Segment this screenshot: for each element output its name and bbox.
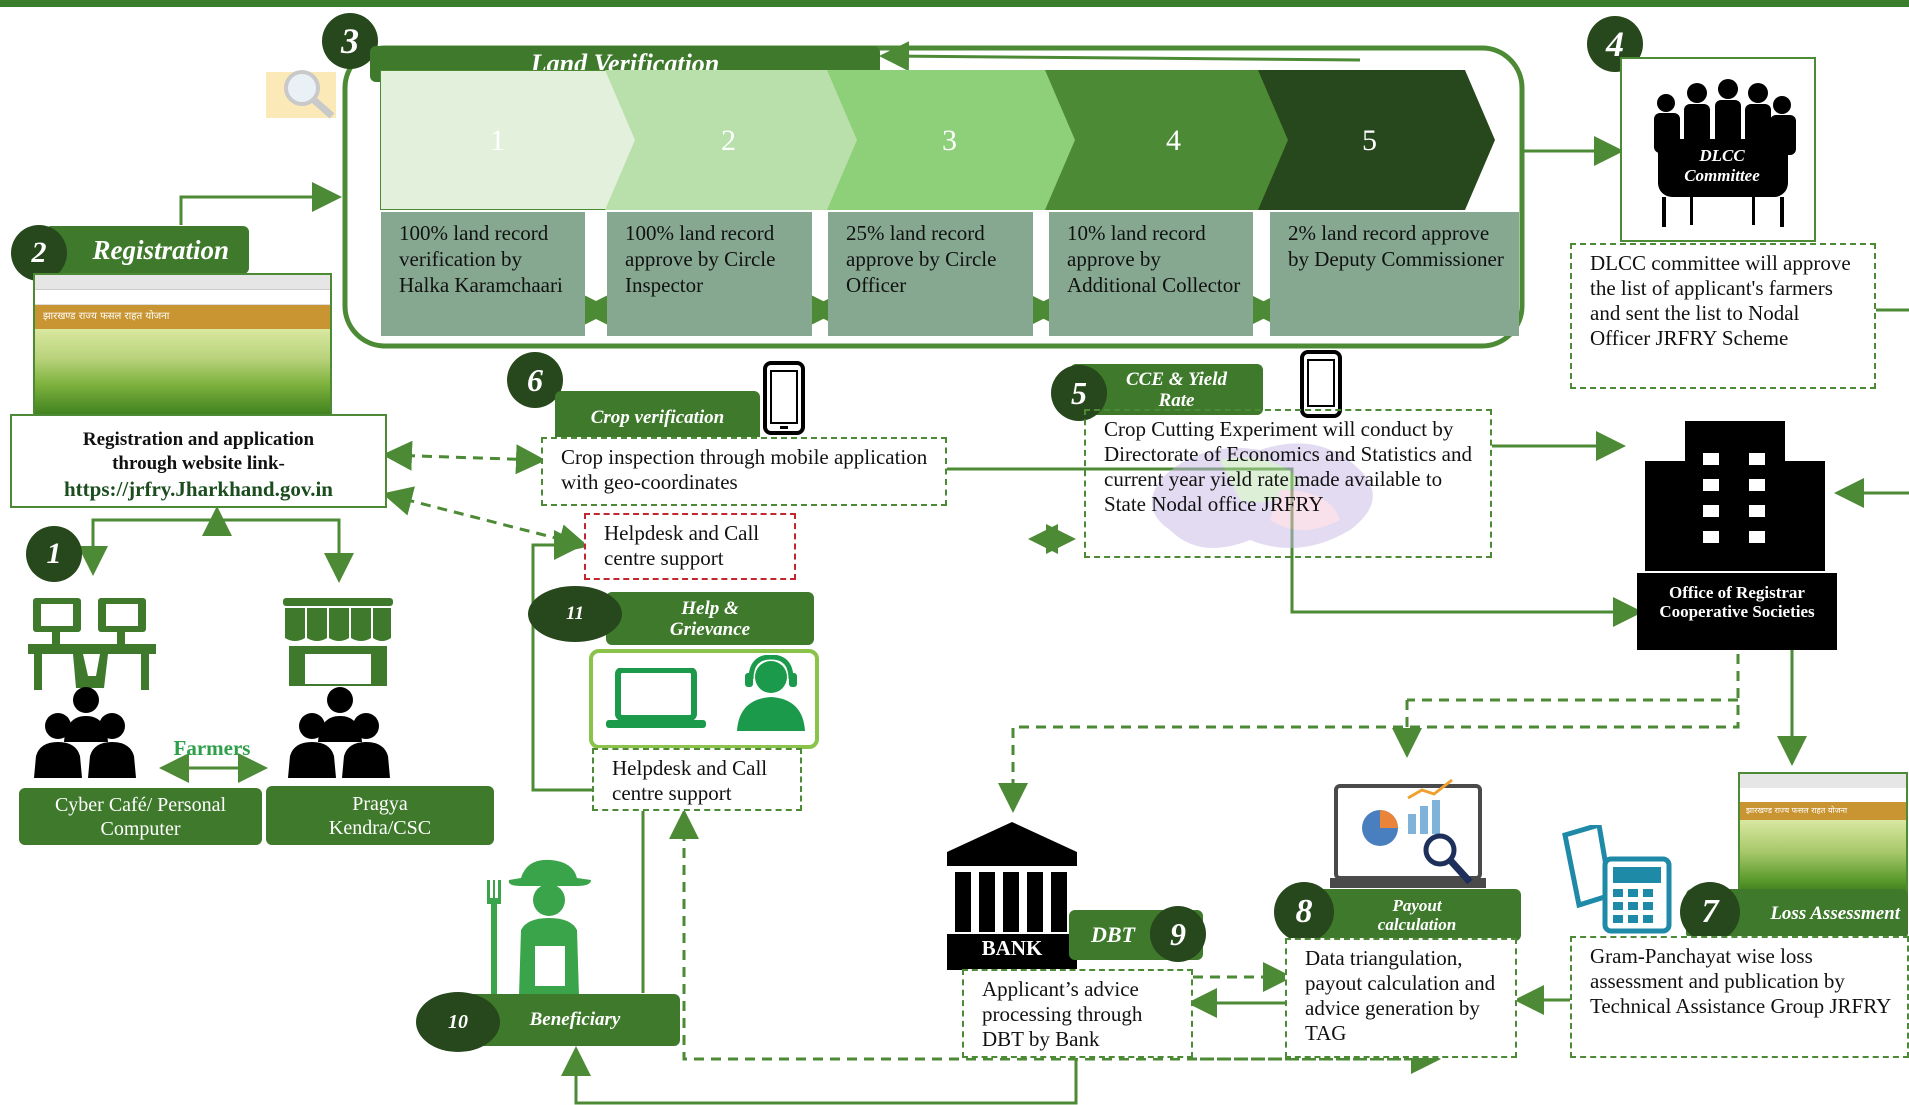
arrow-bank-to-beneficiary <box>561 1046 1078 1105</box>
meeting-table-icon <box>1654 79 1796 227</box>
site-header <box>35 290 330 305</box>
chevron-5-number: 5 <box>1362 124 1377 157</box>
chevron-3-number: 3 <box>942 124 957 157</box>
arrow-bottom-loop <box>669 809 1435 1061</box>
step8-number-badge: 8 <box>1274 882 1334 942</box>
farmers-group-icon <box>34 687 136 778</box>
loss-text-box: Gram-Panchayat wise loss assessment and … <box>1570 936 1909 1058</box>
loss-website-screenshot: झारखण्ड राज्य फसल राहत योजना <box>1738 772 1908 900</box>
analytics-monitor-icon <box>1330 778 1486 888</box>
rice-field-image <box>35 329 330 414</box>
chevron-3 <box>827 70 1100 210</box>
land-verification-frame <box>342 45 1525 349</box>
bank-building-icon <box>947 822 1077 970</box>
lv-cell-2: 100% land record approve by Circle Inspe… <box>607 212 812 336</box>
browser-bar <box>35 275 330 290</box>
help-grievance-label: Help & Grievance <box>606 592 814 645</box>
land-verification-chevrons <box>380 70 1495 210</box>
step2-number-badge: 2 <box>11 225 67 281</box>
bank-label: BANK <box>981 936 1043 960</box>
chevron-5 <box>1258 70 1495 210</box>
website-screenshot: झारखण्ड राज्य फसल राहत योजना <box>33 273 332 416</box>
farmer-icon <box>487 859 591 996</box>
laptop-icon <box>606 668 706 728</box>
site-banner: झारखण्ड राज्य फसल राहत योजना <box>35 305 330 329</box>
registration-label: Registration <box>45 226 249 274</box>
magnifier-folder-icon <box>266 70 336 119</box>
lv-cell-3: 25% land record approve by Circle Office… <box>828 212 1033 336</box>
top-bar <box>0 0 1909 7</box>
crop-verification-label: Crop verification <box>555 391 760 443</box>
registration-line2: through website link- <box>112 453 285 474</box>
arrow-reg-crop <box>382 440 546 475</box>
crop-verification-text-box: Crop inspection through mobile applicati… <box>541 437 947 506</box>
step3-number-badge: 3 <box>322 13 378 69</box>
cyber-cafe-label: Cyber Café/ Personal Computer <box>19 788 262 845</box>
dlcc-text-box: DLCC committee will approve the list of … <box>1570 243 1876 389</box>
dlcc-image-caption: DLCC Committee <box>1684 146 1760 185</box>
registrar-label: Office of Registrar Cooperative Societie… <box>1637 573 1837 650</box>
arrow-registrar-to-bank <box>998 654 1740 813</box>
registration-url[interactable]: https://jrfry.Jharkhand.gov.in <box>64 477 333 501</box>
lv-cell-4: 10% land record approve by Additional Co… <box>1049 212 1253 336</box>
payout-text-box: Data triangulation, payout calculation a… <box>1285 938 1517 1058</box>
lv-cell-1: 100% land record verification by Halka K… <box>381 212 585 336</box>
arrow-farmers-split <box>78 518 219 576</box>
chevron-1-number: 1 <box>490 124 505 157</box>
chevron-2 <box>605 70 880 210</box>
step11-number-badge: 11 <box>528 586 622 642</box>
cce-text-box: Crop Cutting Experiment will conduct by … <box>1084 409 1492 558</box>
office-building-icon <box>1645 421 1825 571</box>
calculator-icon <box>1562 825 1672 934</box>
computer-desk-icon <box>28 598 156 690</box>
help-grievance-text-box: Helpdesk and Call centre support <box>592 748 802 811</box>
step6-number-badge: 6 <box>507 352 563 408</box>
pragya-kendra-label: Pragya Kendra/CSC <box>266 786 494 845</box>
chevron-1 <box>380 70 647 210</box>
step9-number-badge: 9 <box>1150 906 1206 962</box>
farmers-label: Farmers <box>173 736 251 760</box>
registration-line1: Registration and application <box>82 429 315 450</box>
shop-icon <box>283 598 393 686</box>
step10-number-badge: 10 <box>416 992 500 1052</box>
helpdesk-red-box: Helpdesk and Call centre support <box>584 513 796 580</box>
step5-number-badge: 5 <box>1051 365 1107 421</box>
step1-number-badge: 1 <box>26 526 82 582</box>
step7-number-badge: 7 <box>1680 882 1740 942</box>
chevron-4 <box>1045 70 1315 210</box>
lv-cell-5: 2% land record approve by Deputy Commiss… <box>1270 212 1519 336</box>
arrow-reg-to-lv <box>179 182 342 225</box>
farmers-group-icon <box>288 687 390 778</box>
registration-text-box: Registration and application through web… <box>10 414 387 508</box>
chevron-2-number: 2 <box>721 124 736 157</box>
mobile-phone-icon <box>763 361 805 435</box>
mobile-phone-icon <box>1300 350 1342 418</box>
chevron-4-number: 4 <box>1166 124 1181 157</box>
dbt-text-box: Applicant’s advice processing through DB… <box>962 969 1193 1058</box>
call-agent-icon <box>737 655 805 731</box>
jharkhand-map-watermark <box>1152 443 1373 548</box>
